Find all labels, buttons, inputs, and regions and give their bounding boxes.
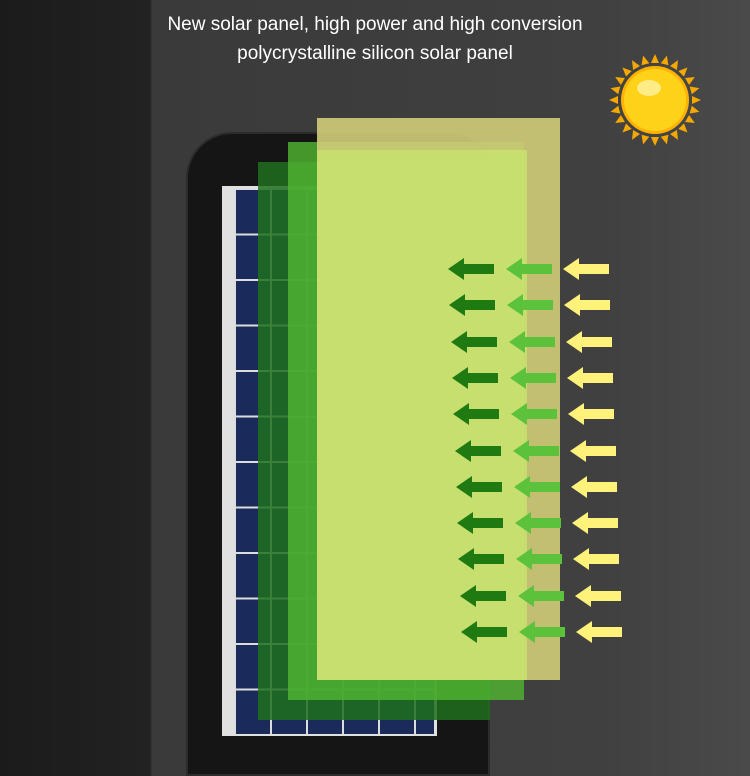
sun-ray [622, 67, 632, 77]
arrow-left-icon [564, 294, 611, 317]
arrow-left-icon [513, 475, 560, 498]
arrow-left-icon [512, 439, 559, 462]
sun-ray [651, 54, 659, 63]
arrow-left-icon [458, 548, 505, 571]
arrow-left-icon [455, 475, 502, 498]
sun-ray [610, 86, 621, 95]
sun-ray [670, 130, 678, 140]
arrow-left-icon [568, 403, 615, 426]
arrow-left-icon [451, 366, 498, 389]
arrow-left-icon [508, 330, 555, 353]
arrow-left-icon [454, 439, 501, 462]
sun-ray [641, 55, 650, 66]
arrow-left-icon [509, 366, 556, 389]
sun-ray [678, 123, 688, 133]
arrow-left-icon [507, 294, 554, 317]
arrow-left-icon [517, 584, 564, 607]
arrow-left-icon [573, 548, 620, 571]
sun-ray [689, 105, 700, 114]
sun-ray [632, 60, 640, 70]
sun-ray [692, 96, 701, 104]
arrow-left-icon [570, 475, 617, 498]
sun-ray [615, 77, 625, 85]
sun-icon [609, 54, 701, 146]
sun-ray [610, 105, 621, 114]
arrow-left-icon [515, 512, 562, 535]
arrow-left-icon [459, 584, 506, 607]
arrow-left-icon [450, 330, 497, 353]
sun-ray [641, 134, 650, 145]
sun-ray [670, 60, 678, 70]
sun-ray [685, 77, 695, 85]
arrow-left-icon [576, 621, 622, 643]
arrow-left-icon [565, 330, 612, 353]
sun-ray [622, 123, 632, 133]
arrow-left-icon [574, 584, 621, 607]
arrow-left-icon [572, 512, 619, 535]
arrow-left-icon [563, 258, 609, 280]
arrow-left-icon [566, 366, 613, 389]
arrow-left-icon [516, 548, 563, 571]
sun-ray [678, 67, 688, 77]
arrow-left-icon [448, 258, 494, 280]
arrow-left-icon [506, 258, 552, 280]
sun-ray [609, 96, 618, 104]
sun-ray [632, 130, 640, 140]
sun-ray [689, 86, 700, 95]
arrow-left-icon [519, 621, 565, 643]
arrow-left-icon [511, 403, 558, 426]
sun-ray [660, 55, 669, 66]
caption-line-1: New solar panel, high power and high con… [167, 14, 583, 35]
sun-ray [660, 134, 669, 145]
caption-line-2: polycrystalline silicon solar panel [237, 43, 513, 64]
caption: New solar panel, high power and high con… [0, 10, 750, 68]
sun-ray [651, 137, 659, 146]
arrow-left-icon [461, 621, 507, 643]
arrow-left-icon [449, 294, 496, 317]
arrow-left-icon [569, 439, 616, 462]
sun-ray [685, 115, 695, 123]
sun-ray [615, 115, 625, 124]
arrow-left-icon [457, 512, 504, 535]
arrow-left-icon [453, 403, 500, 426]
